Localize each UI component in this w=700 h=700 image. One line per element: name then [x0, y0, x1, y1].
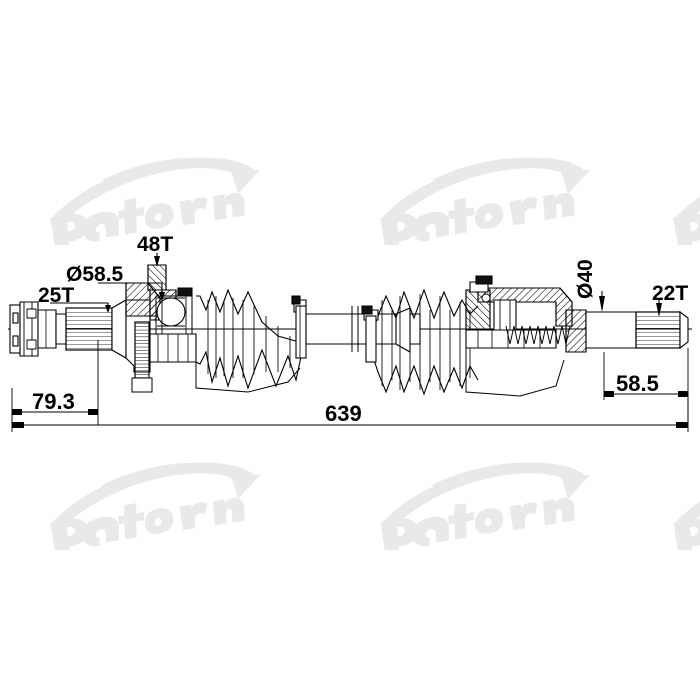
- leader-48t: [154, 253, 160, 267]
- leader-22t: [656, 300, 662, 317]
- dimension-label-79-3: 79.3: [32, 389, 75, 414]
- label-25t: 25T: [38, 284, 74, 307]
- dimension-label-58-5: 58.5: [616, 371, 659, 396]
- left-cv-boot: [195, 288, 303, 393]
- right-shaft-and-spline: [565, 309, 689, 353]
- leader-diameter-58-5: [98, 282, 165, 302]
- dimension-639-total: [11, 394, 689, 432]
- label-diameter-40: Ø40: [574, 259, 597, 299]
- label-22t: 22T: [652, 282, 688, 305]
- boot-clamp-left: [291, 295, 307, 359]
- dimension-58-5-right: [603, 348, 689, 428]
- leader-25t: [50, 302, 111, 313]
- dimension-label-639: 639: [325, 401, 362, 426]
- label-diameter-58-5: Ø58.5: [66, 263, 124, 286]
- right-cv-joint-housing: [465, 275, 573, 397]
- spline-25t-barrel: [65, 299, 127, 359]
- leader-diameter-40: [599, 291, 605, 312]
- label-48t: 48T: [137, 233, 173, 256]
- left-spline-end-assembly: [9, 301, 67, 357]
- right-cv-boot: [361, 288, 479, 396]
